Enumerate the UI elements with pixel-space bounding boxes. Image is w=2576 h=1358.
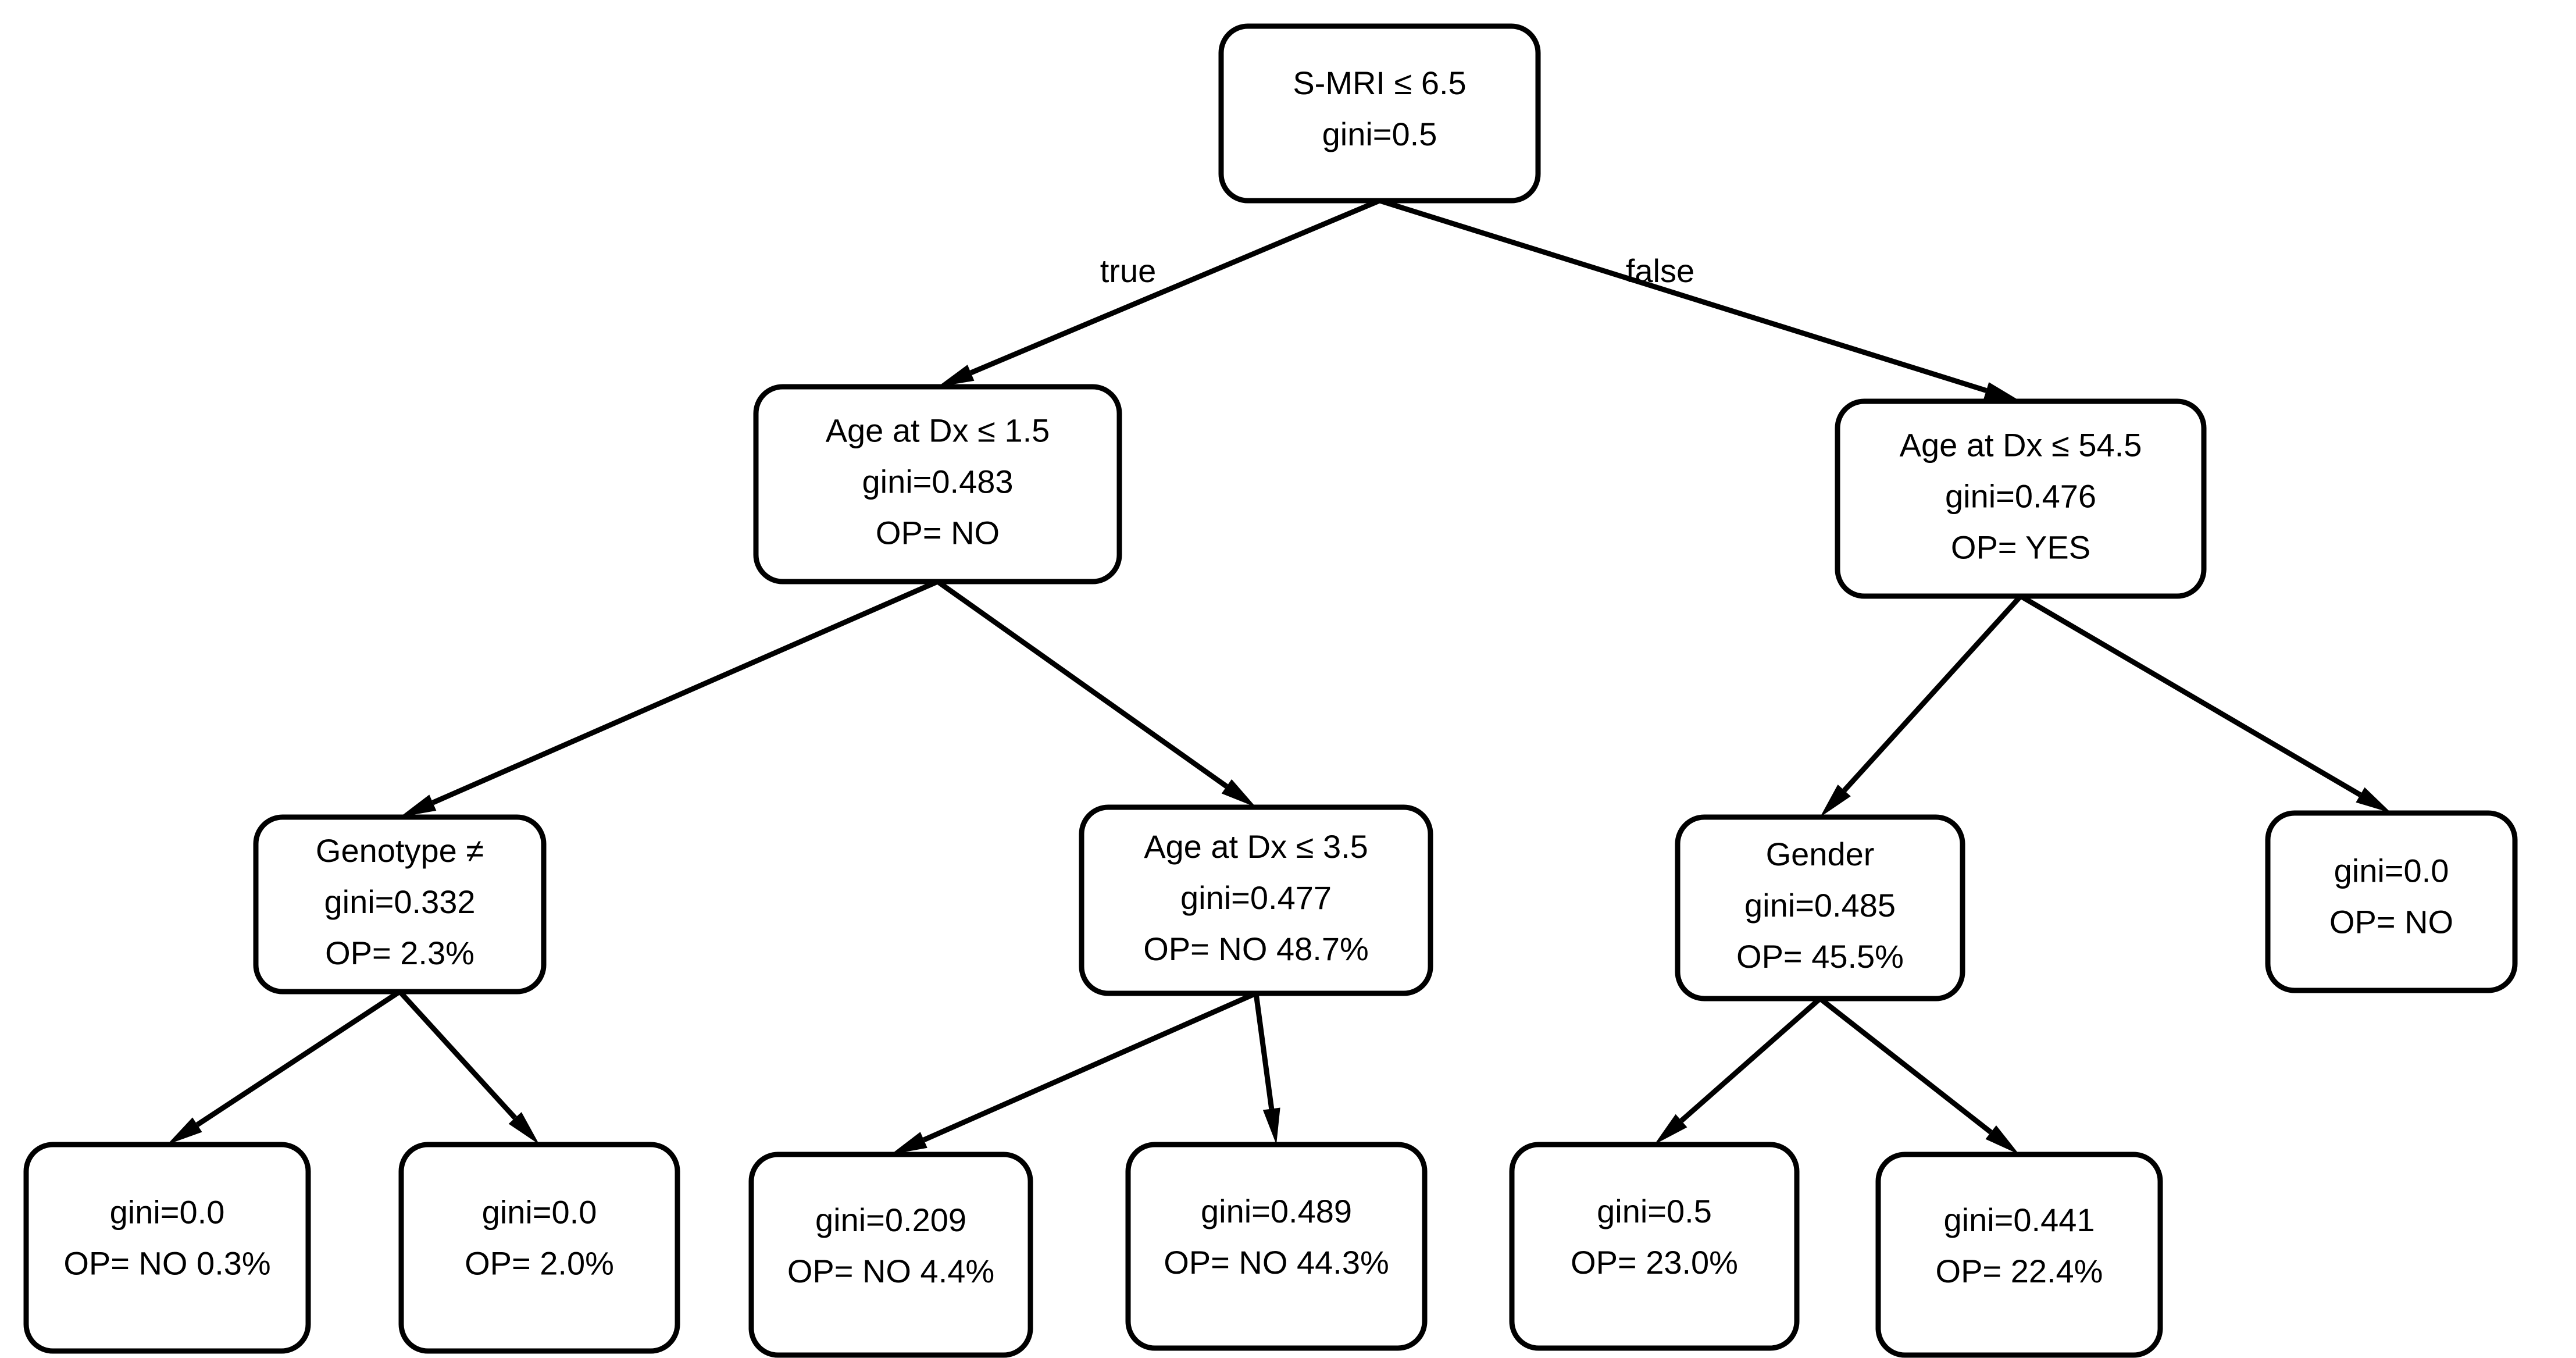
tree-node[interactable]: gini=0.0OP= NO 0.3% (23, 1142, 311, 1354)
node-text-line: OP= 2.3% (325, 935, 474, 971)
arrowhead-icon (1262, 1107, 1280, 1145)
node-box[interactable] (1125, 1142, 1428, 1351)
edge-line (922, 990, 1257, 1143)
edge-labels-layer: true false (1100, 252, 1694, 289)
node-text-line: gini=0.483 (862, 463, 1013, 500)
node-box[interactable] (2265, 810, 2518, 993)
edge-line (1818, 996, 1993, 1135)
arrowhead-icon (1654, 1114, 1687, 1145)
tree-edge (399, 579, 939, 817)
node-box[interactable] (753, 384, 1122, 584)
node-box[interactable] (748, 1152, 1033, 1358)
node-box[interactable] (1875, 1152, 2163, 1358)
arrowhead-icon (399, 794, 437, 817)
edge-label-false: false (1626, 252, 1694, 289)
node-text-line: gini=0.0 (482, 1193, 597, 1230)
node-text-line: Age at Dx ≤ 54.5 (1900, 426, 2142, 463)
arrowhead-icon (1985, 1125, 2020, 1154)
node-text-line: gini=0.485 (1744, 887, 1896, 924)
node-box[interactable] (1835, 398, 2207, 599)
arrowhead-icon (937, 365, 975, 387)
edge-line (969, 198, 1381, 376)
tree-node[interactable]: S-MRI ≤ 6.5 gini=0.5 (1218, 23, 1541, 204)
node-text-line: Gender (1766, 836, 1875, 872)
edge-line (2019, 594, 2362, 797)
arrowhead-icon (167, 1117, 202, 1145)
node-text-line: Genotype ≠ (316, 832, 484, 869)
node-text-line: OP= NO 44.3% (1164, 1244, 1389, 1281)
edge-label-true: true (1100, 252, 1157, 289)
edges-layer (167, 198, 2392, 1154)
node-text-line: S-MRI ≤ 6.5 (1293, 65, 1466, 101)
edge-line (431, 579, 939, 805)
node-text-line: gini=0.5 (1597, 1193, 1712, 1229)
tree-edge (1820, 594, 2023, 817)
node-box[interactable] (1079, 804, 1433, 996)
node-text-line: gini=0.5 (1322, 116, 1437, 152)
tree-edge (1253, 993, 1280, 1145)
tree-node[interactable]: gini=0.0OP= NO (2265, 810, 2518, 993)
edge-line (936, 579, 1229, 789)
node-text-line: Age at Dx ≤ 1.5 (826, 412, 1050, 448)
edge-line (1379, 198, 1988, 393)
node-text-line: OP= NO (2329, 903, 2453, 940)
tree-edge (891, 990, 1257, 1154)
node-text-line: OP= NO 48.7% (1143, 931, 1369, 967)
node-text-line: gini=0.209 (815, 1202, 966, 1238)
node-text-line: OP= 23.0% (1571, 1244, 1738, 1281)
node-text-line: OP= 2.0% (465, 1245, 614, 1281)
tree-node[interactable]: gini=0.5OP= 23.0% (1509, 1142, 1800, 1351)
node-text-line: gini=0.441 (1943, 1202, 2095, 1238)
edge-line (195, 989, 401, 1127)
arrowhead-icon (1820, 785, 1851, 817)
node-text-line: OP= NO 4.4% (787, 1253, 994, 1289)
arrowhead-icon (508, 1112, 540, 1145)
node-text-line: gini=0.0 (2334, 852, 2449, 889)
node-text-line: gini=0.0 (110, 1193, 225, 1230)
node-box[interactable] (1509, 1142, 1800, 1351)
node-text-line: gini=0.476 (1945, 477, 2096, 514)
node-box[interactable] (253, 814, 547, 995)
node-text-line: OP= 45.5% (1736, 938, 1904, 975)
node-box[interactable] (1218, 23, 1541, 204)
tree-edge (1654, 996, 1822, 1145)
node-box[interactable] (398, 1142, 680, 1354)
arrowhead-icon (2356, 787, 2392, 813)
arrowhead-icon (1221, 779, 1256, 807)
arrowhead-icon (1983, 382, 2021, 401)
node-text-line: Age at Dx ≤ 3.5 (1144, 828, 1368, 865)
edge-line (1253, 993, 1275, 1110)
edge-line (1679, 996, 1822, 1123)
tree-edge (167, 989, 401, 1145)
node-text-line: OP= NO (876, 514, 1000, 551)
node-text-line: OP= 22.4% (1936, 1253, 2103, 1289)
tree-edge (936, 579, 1256, 807)
node-box[interactable] (23, 1142, 311, 1354)
arrowhead-icon (891, 1132, 927, 1154)
node-text-line: gini=0.477 (1180, 879, 1332, 916)
tree-edge (398, 989, 540, 1145)
tree-edge (937, 198, 1381, 387)
edge-line (1842, 594, 2023, 793)
node-text-line: gini=0.332 (324, 883, 475, 920)
tree-edge (2019, 594, 2392, 813)
tree-edge (1379, 198, 2021, 401)
tree-node[interactable]: gini=0.0OP= 2.0% (398, 1142, 680, 1354)
edge-line (398, 989, 518, 1120)
tree-edge (1818, 996, 2020, 1154)
node-box[interactable] (1675, 814, 1965, 1001)
node-text-line: gini=0.489 (1201, 1193, 1352, 1229)
node-text-line: OP= NO 0.3% (63, 1245, 270, 1281)
node-text-line: OP= YES (1951, 529, 2090, 565)
